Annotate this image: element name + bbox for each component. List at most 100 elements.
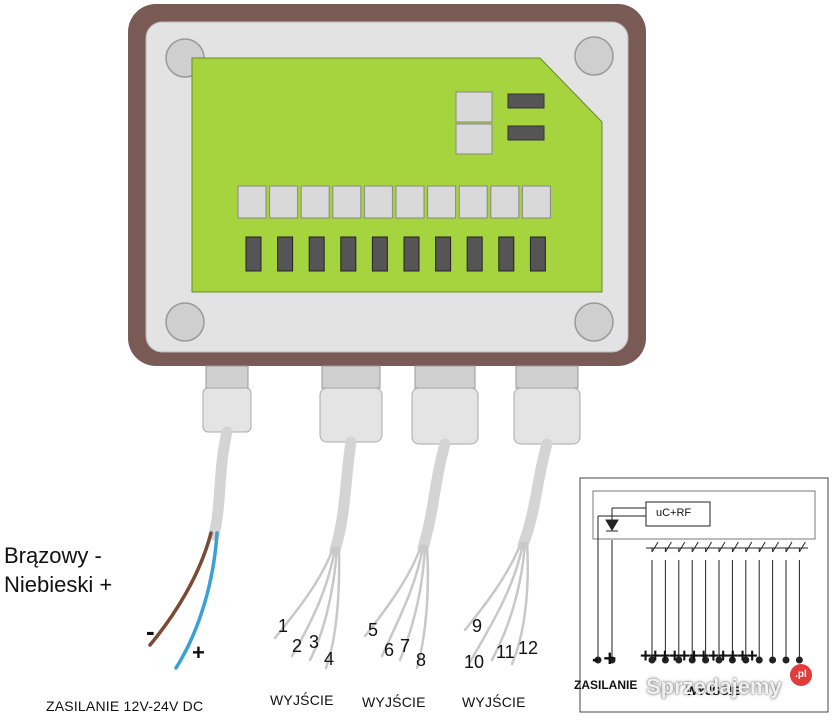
- wire-blue: [174, 531, 219, 670]
- pin-label-12: 12: [518, 638, 539, 658]
- wire-brown: [148, 531, 213, 647]
- wires-output-2: [363, 544, 430, 670]
- board-terminal-9: [498, 236, 515, 272]
- schematic-terminal-4: [688, 656, 696, 664]
- schematic-switch-3: [678, 541, 686, 660]
- board-button-bottom: [455, 123, 493, 155]
- wires-output-3: [463, 541, 530, 666]
- supply-caption: ZASILANIE 12V-24V DC: [46, 698, 204, 714]
- pin-label-11: 11: [496, 642, 515, 662]
- pin-label-9: 9: [472, 616, 483, 636]
- schematic-switch-6: [718, 541, 726, 660]
- board-led-7: [427, 185, 457, 219]
- pin-label-3: 3: [309, 632, 320, 652]
- schematic-switch-10: [772, 541, 780, 660]
- board-terminal-7: [435, 236, 452, 272]
- schematic-output-label: WYJŚCIE: [686, 684, 741, 698]
- led-row: [237, 185, 551, 219]
- board-led-10: [521, 185, 551, 219]
- terminal-row: [245, 236, 546, 272]
- wires-output-1: [273, 546, 341, 670]
- board-led-9: [490, 185, 520, 219]
- board-button-top: [455, 91, 493, 123]
- cable-supply: [208, 426, 233, 541]
- cable-glands: [202, 365, 581, 445]
- board-led-4: [332, 185, 362, 219]
- schematic-terminal-5: [702, 656, 710, 664]
- watermark-badge: .pl: [790, 664, 812, 686]
- board-indicator-bottom: [507, 125, 545, 141]
- schematic-switch-5: [705, 541, 713, 660]
- board-terminal-6: [403, 236, 420, 272]
- circuit-board: [191, 57, 603, 293]
- cables: [148, 426, 553, 670]
- board-terminal-3: [308, 236, 325, 272]
- schematic-output-signs: ++++++++++++: [640, 646, 758, 667]
- output-caption-3: WYJŚCIE: [462, 694, 526, 710]
- pin-label-7: 7: [400, 636, 411, 656]
- gland-output-2: [411, 365, 479, 445]
- schematic-terminal-1: [648, 656, 656, 664]
- screw-top-right: [574, 36, 614, 76]
- schematic-switch-11: [785, 541, 793, 660]
- board-led-2: [269, 185, 299, 219]
- board-terminal-2: [277, 236, 294, 272]
- screw-bottom-left: [165, 302, 205, 342]
- schematic-module-box: [645, 501, 711, 527]
- schematic-switch-2: [664, 541, 672, 660]
- schematic-terminal-7: [728, 656, 736, 664]
- schematic-module-label: uC+RF: [656, 507, 692, 519]
- schematic-switch-9: [758, 541, 766, 660]
- cable-output-1: [329, 436, 357, 556]
- board-terminal-4: [340, 236, 357, 272]
- board-indicator-top: [507, 93, 545, 109]
- pin-label-10: 10: [464, 652, 485, 672]
- board-terminal-8: [466, 236, 483, 272]
- schematic-terminal-10: [769, 656, 777, 664]
- schematic-frame-inner: [592, 490, 816, 540]
- board-terminal-1: [245, 236, 262, 272]
- board-led-6: [395, 185, 425, 219]
- board-terminal-10: [529, 236, 546, 272]
- gland-output-1: [319, 365, 383, 443]
- schematic-terminal-9: [755, 656, 763, 664]
- legend-blue-wire: Niebieski +: [4, 572, 113, 597]
- schematic-switch-4: [691, 541, 699, 660]
- schematic-switch-8: [745, 541, 753, 660]
- board-led-5: [363, 185, 393, 219]
- schematic-terminal-6: [715, 656, 723, 664]
- output-caption-1: WYJŚCIE: [270, 692, 334, 708]
- schematic-terminal-2: [661, 656, 669, 664]
- schematic-switch-1: [651, 541, 659, 660]
- cable-output-3: [517, 438, 553, 551]
- legend-brown-wire: Brązowy -: [4, 543, 102, 568]
- schematic-terminal-11: [782, 656, 790, 664]
- pin-label-2: 2: [292, 636, 303, 656]
- schematic-diagram: [579, 477, 829, 713]
- pin-label-4: 4: [324, 649, 335, 669]
- pin-label-6: 6: [384, 640, 395, 660]
- screw-bottom-right: [574, 302, 614, 342]
- board-led-3: [300, 185, 330, 219]
- supply-minus-sign: -: [146, 616, 155, 646]
- board-terminal-5: [371, 236, 388, 272]
- schematic-supply-label: ZASILANIE: [574, 678, 638, 692]
- watermark-text: Sprzedajemy: [646, 674, 782, 699]
- board-led-1: [237, 185, 267, 219]
- gland-output-3: [513, 365, 581, 445]
- pin-label-8: 8: [416, 650, 427, 670]
- schematic-switch-12: [798, 541, 806, 660]
- schematic-switches: [648, 541, 806, 664]
- schematic-terminal-8: [742, 656, 750, 664]
- board-led-8: [458, 185, 488, 219]
- gland-supply: [202, 365, 252, 433]
- output-caption-2: WYJŚCIE: [362, 694, 426, 710]
- schematic-switch-7: [731, 541, 739, 660]
- schematic-supply-signs: -+: [592, 646, 621, 671]
- pin-label-5: 5: [368, 620, 379, 640]
- pin-label-1: 1: [278, 616, 289, 636]
- supply-plus-sign: +: [192, 640, 205, 665]
- schematic-terminal-12: [795, 656, 803, 664]
- schematic-terminal-3: [675, 656, 683, 664]
